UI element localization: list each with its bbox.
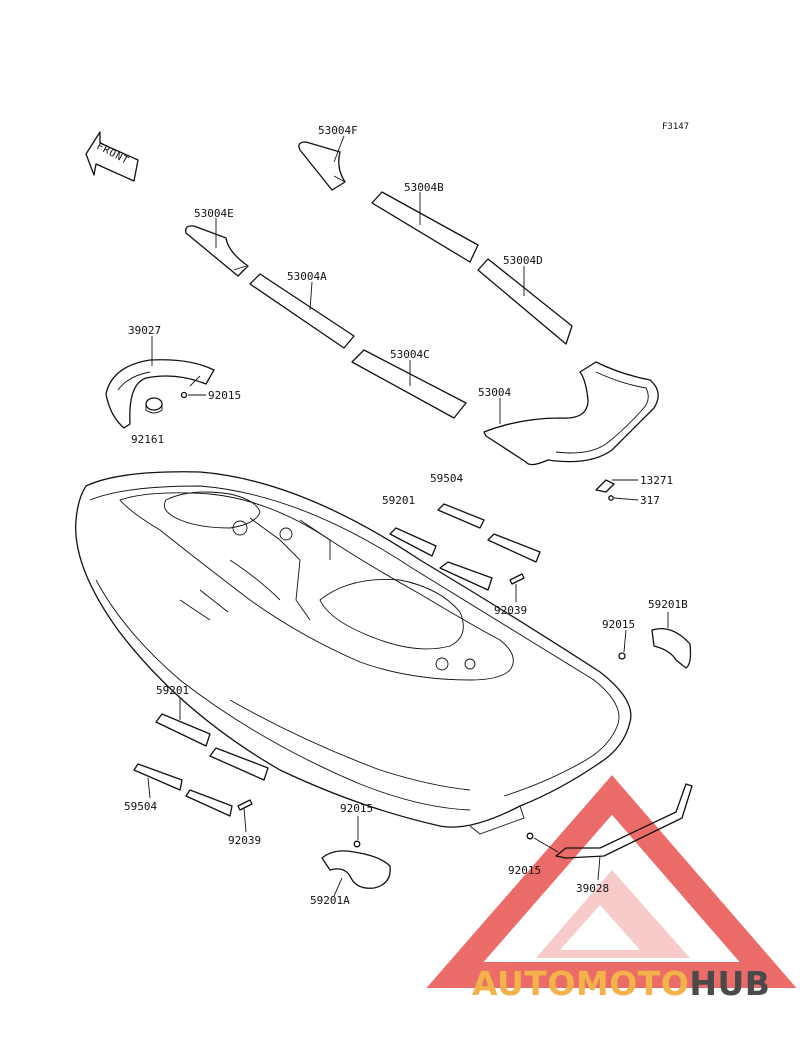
label-53004: 53004: [478, 386, 511, 399]
label-317: 317: [640, 494, 660, 507]
part-59201a: [321, 840, 391, 889]
part-59201b: [618, 627, 692, 669]
part-59201-upper: [389, 527, 493, 591]
label-53004e: 53004E: [194, 207, 234, 220]
mat-53004c: [351, 349, 467, 419]
label-92015-d: 92015: [508, 864, 541, 877]
label-92015-a: 92015: [208, 389, 241, 402]
mat-53004f: [298, 141, 346, 191]
label-39028: 39028: [576, 882, 609, 895]
label-53004a: 53004A: [287, 270, 327, 283]
hull: [75, 471, 632, 835]
label-53004f: 53004F: [318, 124, 358, 137]
part-92161: [145, 397, 163, 414]
label-92015-c: 92015: [340, 802, 373, 815]
screw-92015-a: [180, 391, 188, 399]
label-92039-a: 92039: [494, 604, 527, 617]
part-59201-lower: [155, 713, 269, 781]
mat-53004b: [371, 191, 479, 263]
reference-code: F3147: [662, 122, 689, 132]
label-59201b: 59201B: [648, 598, 688, 611]
label-53004d: 53004D: [503, 254, 543, 267]
label-59201-b: 59201: [156, 684, 189, 697]
watermark-wordmark: AUTOMOTOHUB: [472, 964, 770, 1003]
mat-53004d: [477, 258, 573, 345]
label-59504-a: 59504: [430, 472, 463, 485]
leader-lines: [147, 135, 669, 897]
watermark-logo: [426, 775, 797, 988]
label-39027: 39027: [128, 324, 161, 337]
watermark-text-part1: AUTOMOTOHUB: [472, 964, 770, 1003]
label-92161: 92161: [131, 433, 164, 446]
mat-53004a: [249, 273, 355, 349]
part-92039-upper: [509, 573, 525, 585]
part-39027: [105, 359, 215, 429]
label-53004c: 53004C: [390, 348, 430, 361]
label-13271: 13271: [640, 474, 673, 487]
part-39028: [526, 783, 693, 859]
mat-53004: [483, 361, 659, 466]
label-59504-b: 59504: [124, 800, 157, 813]
mat-53004e: [185, 225, 249, 277]
front-arrow-icon: FRONT: [85, 131, 139, 182]
front-arrow-label: FRONT: [95, 141, 131, 167]
part-92039-lower: [237, 799, 253, 811]
part-59504-lower: [133, 763, 233, 817]
label-59201a: 59201A: [310, 894, 350, 907]
part-13271: [595, 479, 615, 501]
label-92015-b: 92015: [602, 618, 635, 631]
part-59504-upper: [437, 503, 541, 563]
label-59201-a: 59201: [382, 494, 415, 507]
label-53004b: 53004B: [404, 181, 444, 194]
label-92039-b: 92039: [228, 834, 261, 847]
